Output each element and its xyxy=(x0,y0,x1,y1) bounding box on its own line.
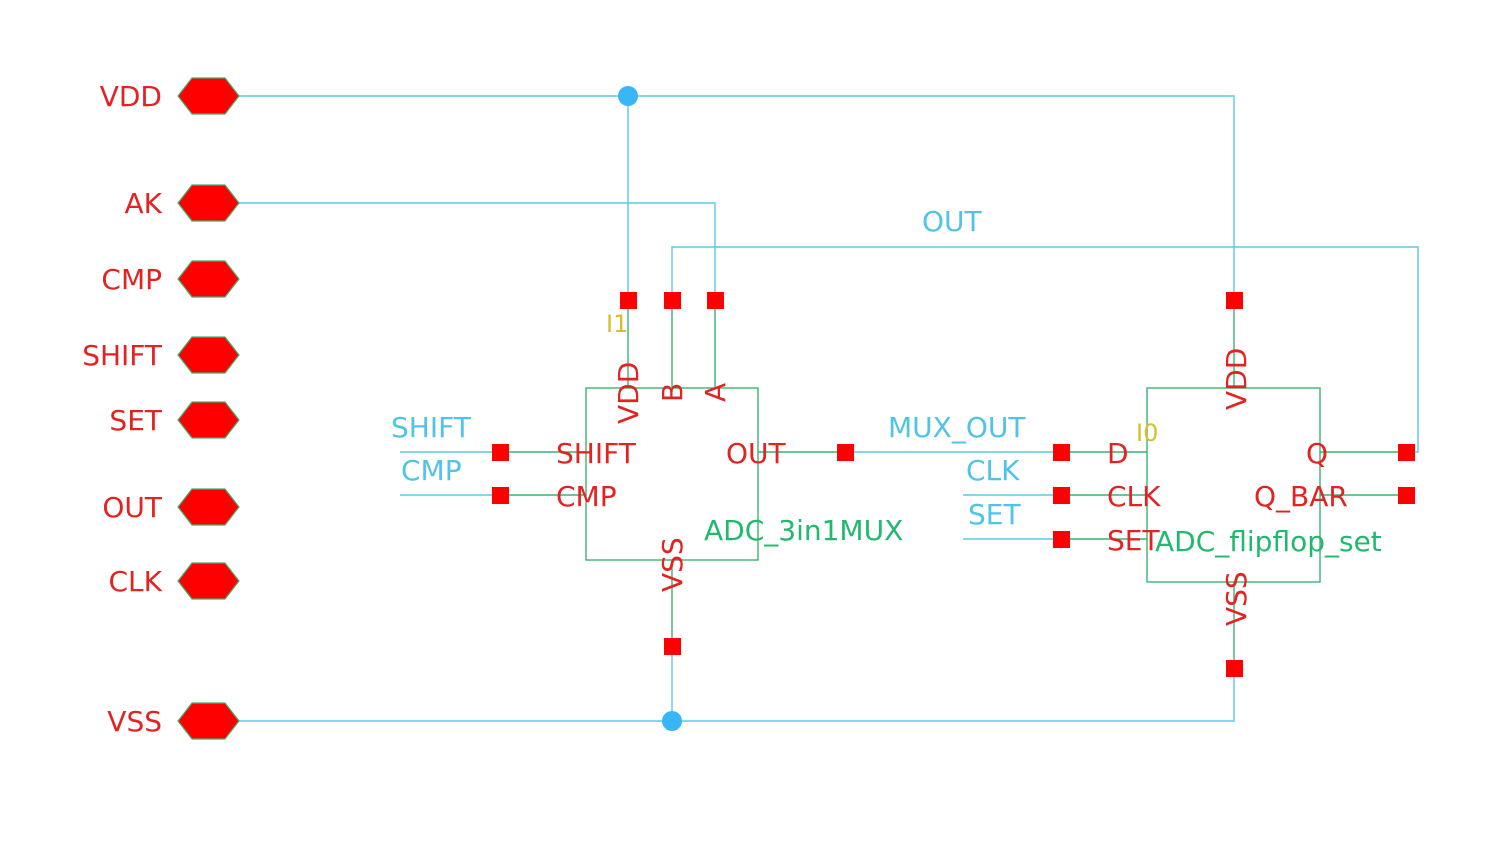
net-label-clk: CLK xyxy=(966,454,1020,487)
ff-pin-q-bar[interactable] xyxy=(1398,487,1415,504)
net-label-shift: SHIFT xyxy=(391,411,472,444)
flipflop-instance-name: I0 xyxy=(1136,419,1158,447)
wire-vss-main[interactable] xyxy=(238,668,1235,722)
mux-cell-name: ADC_3in1MUX xyxy=(704,514,903,547)
port-out-label: OUT xyxy=(102,491,163,524)
net-labels: OUT SHIFT CMP MUX_OUT CLK SET xyxy=(391,205,1026,531)
flipflop-labels: I0 VDD D CLK SET Q Q_BAR VSS ADC_flipflo… xyxy=(1107,348,1382,626)
port-vdd-label: VDD xyxy=(100,80,162,113)
port-cmp-symbol[interactable] xyxy=(177,260,240,298)
mux-pin-cmp[interactable] xyxy=(492,487,509,504)
net-label-cmp: CMP xyxy=(401,454,462,487)
port-vss-label: VSS xyxy=(107,705,162,738)
mux-instance-box[interactable] xyxy=(585,387,759,561)
wire-vdd-main[interactable] xyxy=(238,95,1235,300)
mux-pin-label-shift: SHIFT xyxy=(556,437,637,470)
mux-pin-label-b: B xyxy=(656,383,689,402)
wire-out-feedback[interactable] xyxy=(671,246,1419,453)
mux-pin-label-out: OUT xyxy=(726,437,787,470)
ff-pin-clk[interactable] xyxy=(1053,487,1070,504)
ff-pin-label-q-bar: Q_BAR xyxy=(1254,480,1348,513)
ff-pin-vss[interactable] xyxy=(1226,660,1243,677)
mux-instance-name: I1 xyxy=(606,310,628,338)
port-labels: VDD AK CMP SHIFT SET OUT CLK VSS xyxy=(82,80,163,738)
flipflop-instance-box[interactable] xyxy=(1146,387,1321,583)
port-shift-symbol[interactable] xyxy=(177,336,240,374)
ff-pin-set[interactable] xyxy=(1053,531,1070,548)
port-set-symbol[interactable] xyxy=(177,401,240,439)
flipflop-cell-name: ADC_flipflop_set xyxy=(1155,525,1382,558)
ff-pin-vdd[interactable] xyxy=(1226,292,1243,309)
port-out-symbol[interactable] xyxy=(177,488,240,526)
mux-pin-label-vdd: VDD xyxy=(612,362,645,424)
junction-vss xyxy=(662,711,682,731)
port-vss-symbol[interactable] xyxy=(177,702,240,740)
mux-pin-label-a: A xyxy=(699,383,732,402)
mux-pin-label-vss: VSS xyxy=(656,537,689,592)
mux-pin-vss[interactable] xyxy=(664,638,681,655)
junction-vdd xyxy=(618,86,638,106)
port-set-label: SET xyxy=(109,404,162,437)
net-label-mux-out: MUX_OUT xyxy=(888,411,1026,444)
mux-pin-b[interactable] xyxy=(664,292,681,309)
ff-pin-label-vss: VSS xyxy=(1220,571,1253,626)
pin-stubs xyxy=(500,300,1406,668)
mux-pin-out[interactable] xyxy=(837,444,854,461)
port-vdd-symbol[interactable] xyxy=(177,77,240,115)
ff-pin-q[interactable] xyxy=(1398,444,1415,461)
net-label-set: SET xyxy=(968,498,1021,531)
pin-squares xyxy=(492,292,1415,677)
mux-pin-a[interactable] xyxy=(707,292,724,309)
port-ak-symbol[interactable] xyxy=(177,184,240,222)
wire-ak[interactable] xyxy=(238,202,716,300)
port-cmp-label: CMP xyxy=(101,263,162,296)
net-label-out: OUT xyxy=(922,205,983,238)
ff-pin-label-d: D xyxy=(1107,437,1129,470)
port-ak-label: AK xyxy=(124,187,162,220)
mux-pin-vdd[interactable] xyxy=(620,292,637,309)
ff-pin-label-vdd: VDD xyxy=(1220,348,1253,410)
mux-pin-shift[interactable] xyxy=(492,444,509,461)
ff-pin-label-clk: CLK xyxy=(1107,480,1161,513)
ff-pin-label-set: SET xyxy=(1107,524,1160,557)
ff-pin-d[interactable] xyxy=(1053,444,1070,461)
port-clk-label: CLK xyxy=(108,565,162,598)
port-symbols xyxy=(177,77,240,740)
mux-labels: I1 VDD B A SHIFT CMP OUT VSS ADC_3in1MUX xyxy=(556,310,903,592)
port-shift-label: SHIFT xyxy=(82,339,163,372)
port-clk-symbol[interactable] xyxy=(177,562,240,600)
ff-pin-label-q: Q xyxy=(1306,437,1328,470)
mux-pin-label-cmp: CMP xyxy=(556,480,617,513)
